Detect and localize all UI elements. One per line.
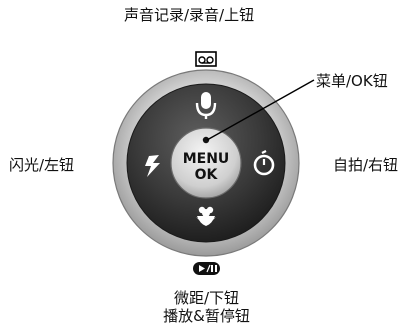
label-voice-record-up-button: 声音记录/录音/上钮: [124, 6, 255, 24]
menu-leader-line: [206, 79, 315, 141]
play-pause-icon: [193, 262, 220, 275]
label-macro-down-button: 微距/下钮: [173, 289, 240, 307]
macro-flower-icon: [196, 206, 216, 226]
microphone-icon: [195, 92, 217, 119]
self-timer-icon: [253, 150, 275, 176]
voice-memo-icon: [195, 51, 217, 67]
flash-icon: [145, 155, 160, 177]
label-flash-left-button: 闪光/左钮: [9, 156, 75, 174]
menu-ok-button[interactable]: [170, 127, 242, 199]
menu-indicator-dot: [202, 136, 210, 144]
label-menu-ok-button: 菜单/OK钮: [316, 72, 388, 90]
ok-button-label: OK: [195, 167, 219, 183]
label-play-pause-button: 播放&暂停钮: [163, 307, 250, 325]
label-self-timer-right-button: 自拍/右钮: [333, 156, 399, 174]
label-macro-down-play-pause: 微距/下钮 播放&暂停钮: [0, 289, 413, 325]
menu-button-label: MENU: [183, 151, 230, 167]
